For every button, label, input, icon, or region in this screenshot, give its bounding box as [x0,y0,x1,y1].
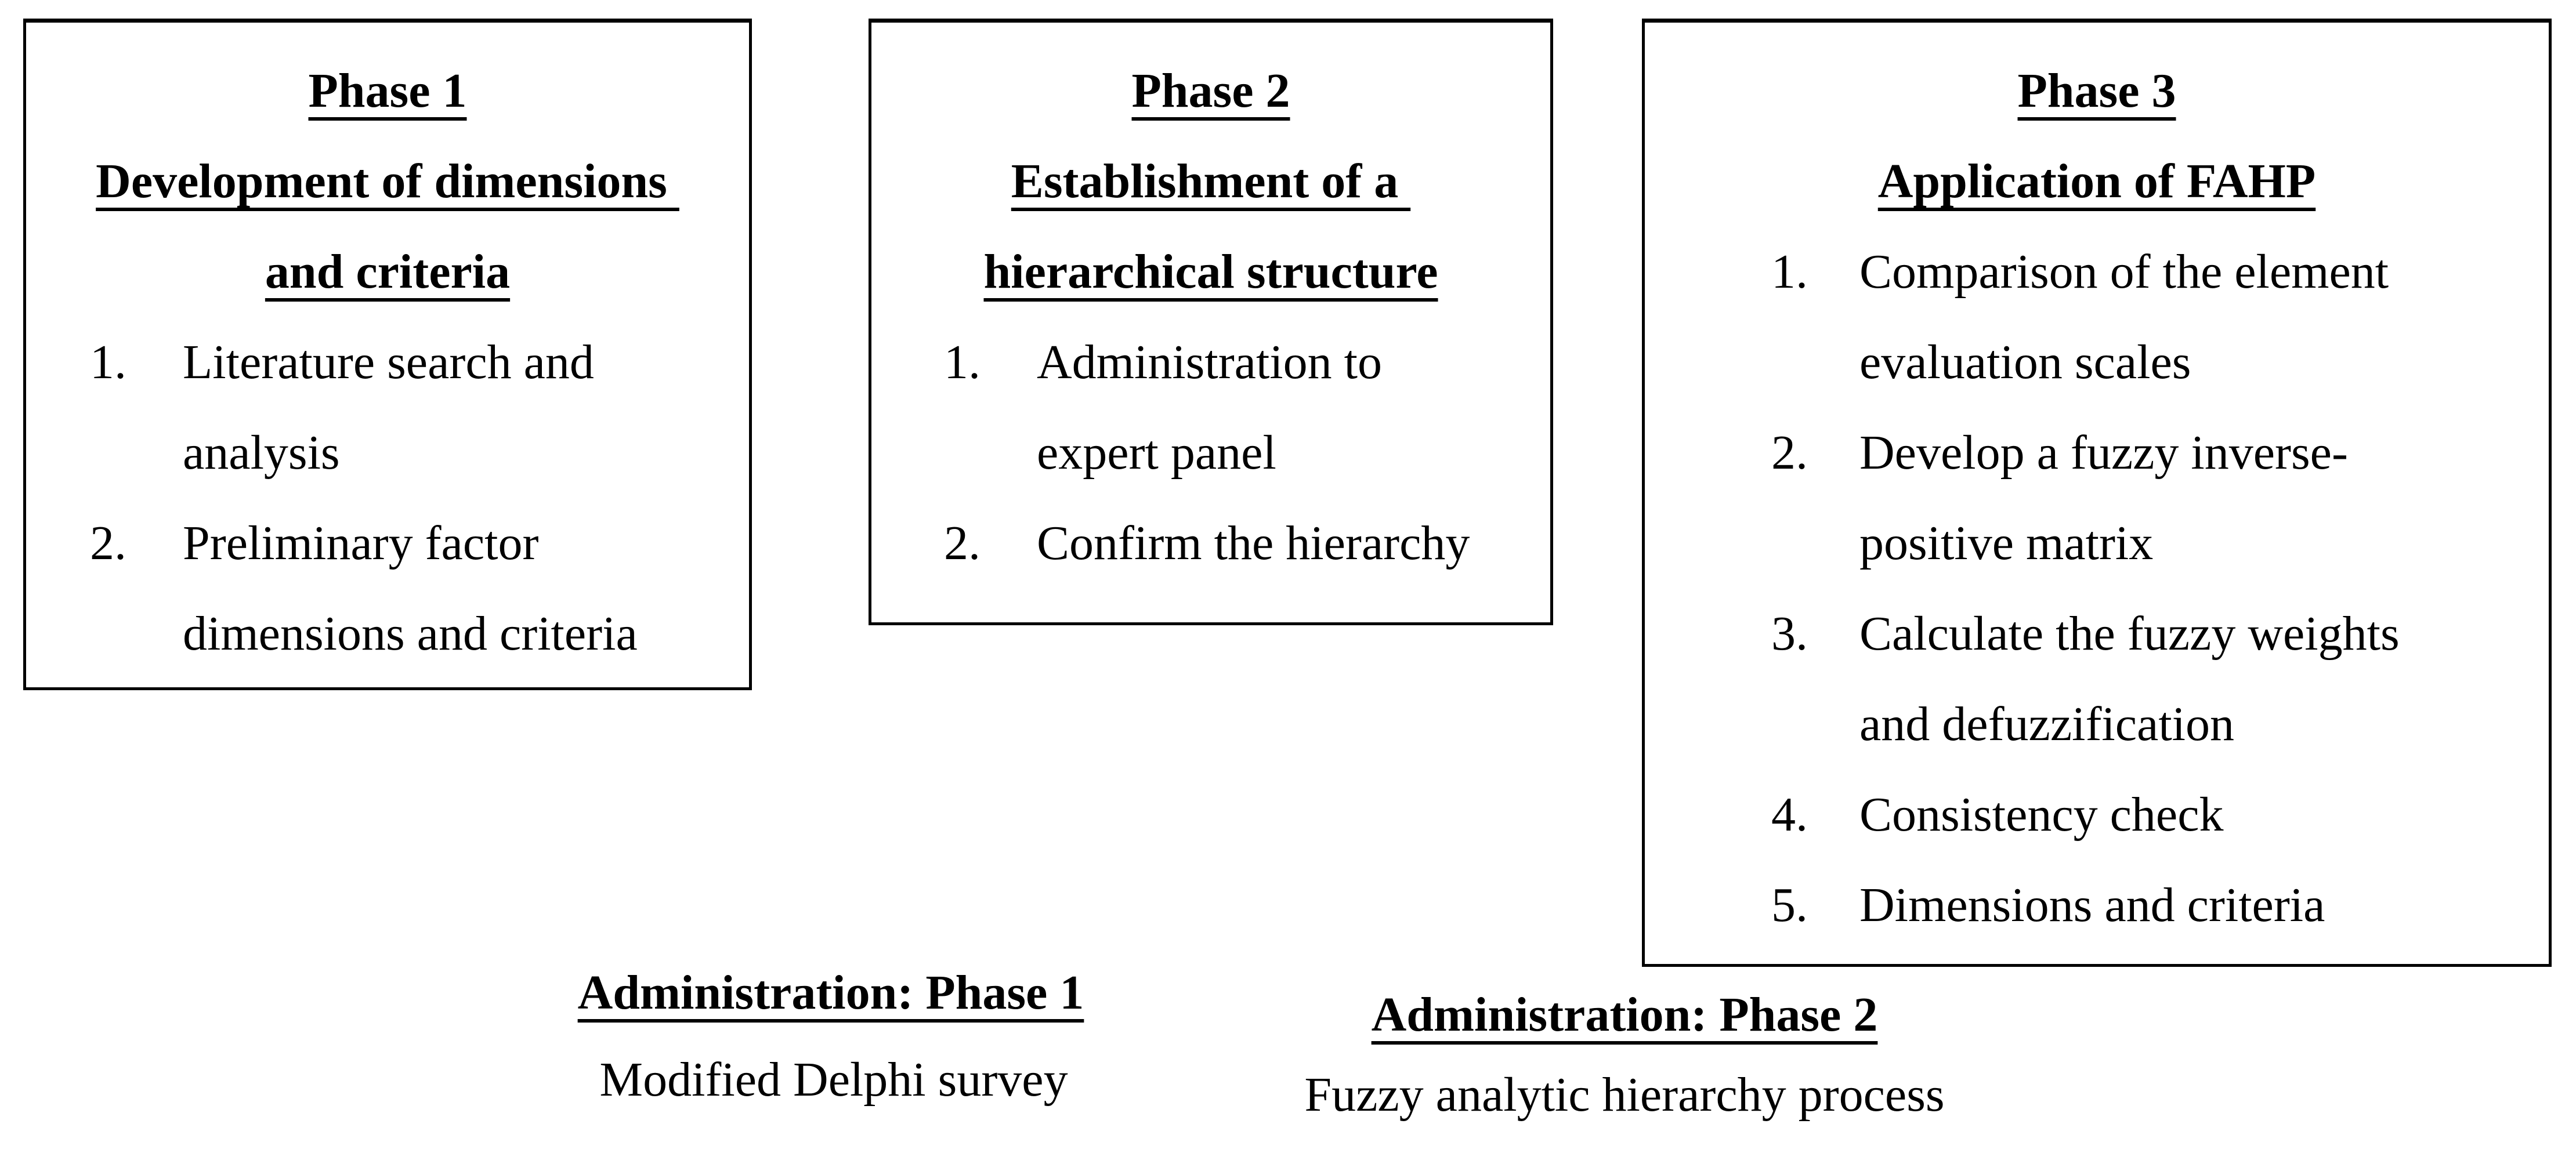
list-item-number: 2. [1771,426,1808,480]
phase-3-box: Phase 3 Application of FAHP 1. Compariso… [1642,19,2552,967]
list-item-line: Consistency check [1859,788,2224,842]
list-item-line: dimensions and criteria [183,607,638,661]
list-item-line: Literature search and [183,335,594,389]
list-item-line: evaluation scales [1859,335,2191,389]
phase-2-list: 1. Administration to expert panel 2. Con… [871,317,1550,589]
administration-phase-1-label: Administration: Phase 1 [577,966,1084,1020]
list-item: 1. Literature search and analysis [26,317,749,498]
phase-1-list: 1. Literature search and analysis 2. Pre… [26,317,749,679]
list-item: 2. Preliminary factor dimensions and cri… [26,498,749,679]
list-item-number: 2. [90,516,126,570]
list-item-line: Confirm the hierarchy [1037,516,1470,570]
phase-2-title: Phase 2 Establishment of a hierarchical … [871,23,1550,317]
list-item-number: 1. [944,335,981,389]
phase-1-title: Phase 1 Development of dimensions and cr… [26,23,749,317]
phase-1-box: Phase 1 Development of dimensions and cr… [23,19,752,690]
list-item-line: Comparison of the element [1859,245,2389,299]
phase-2-box: Phase 2 Establishment of a hierarchical … [869,19,1553,625]
list-item-number: 2. [944,516,981,570]
list-item-number: 1. [90,335,126,389]
list-item-number: 4. [1771,788,1808,842]
phase-2-title-line-2: Establishment of a [1011,154,1411,208]
list-item: 3. Calculate the fuzzy weights and defuz… [1645,589,2549,770]
list-item-line: analysis [183,426,340,480]
list-item-line: Dimensions and criteria [1859,878,2325,932]
administration-phase-1-subtitle: Modified Delphi survey [599,1053,1068,1107]
phase-3-title-line-1: Phase 3 [2017,64,2176,118]
list-item: 2. Develop a fuzzy inverse- positive mat… [1645,408,2549,589]
list-item-number: 5. [1771,878,1808,932]
list-item-line: Preliminary factor [183,516,539,570]
phase-3-title-line-2: Application of FAHP [1877,154,2316,208]
phase-3-list: 1. Comparison of the element evaluation … [1645,227,2549,951]
administration-phase-2-subtitle: Fuzzy analytic hierarchy process [1304,1068,1945,1122]
administration-phase-2-label: Administration: Phase 2 [1371,988,1878,1042]
list-item-line: expert panel [1037,426,1276,480]
list-item-number: 3. [1771,607,1808,661]
list-item-line: positive matrix [1859,516,2154,570]
list-item-line: Calculate the fuzzy weights [1859,607,2400,661]
list-item-line: Administration to [1037,335,1382,389]
phase-1-title-line-2: Development of dimensions [96,154,679,208]
list-item: 4. Consistency check [1645,770,2549,860]
list-item-number: 1. [1771,245,1808,299]
list-item-line: and defuzzification [1859,697,2234,751]
phase-2-title-line-3: hierarchical structure [983,245,1438,299]
list-item: 2. Confirm the hierarchy [871,498,1550,589]
list-item-line: Develop a fuzzy inverse- [1859,426,2348,480]
phase-1-title-line-1: Phase 1 [308,64,467,118]
phase-2-title-line-1: Phase 2 [1131,64,1290,118]
list-item: 1. Comparison of the element evaluation … [1645,227,2549,408]
phase-1-title-line-3: and criteria [265,245,511,299]
list-item: 5. Dimensions and criteria [1645,860,2549,951]
phase-3-title: Phase 3 Application of FAHP [1645,23,2549,227]
list-item: 1. Administration to expert panel [871,317,1550,498]
